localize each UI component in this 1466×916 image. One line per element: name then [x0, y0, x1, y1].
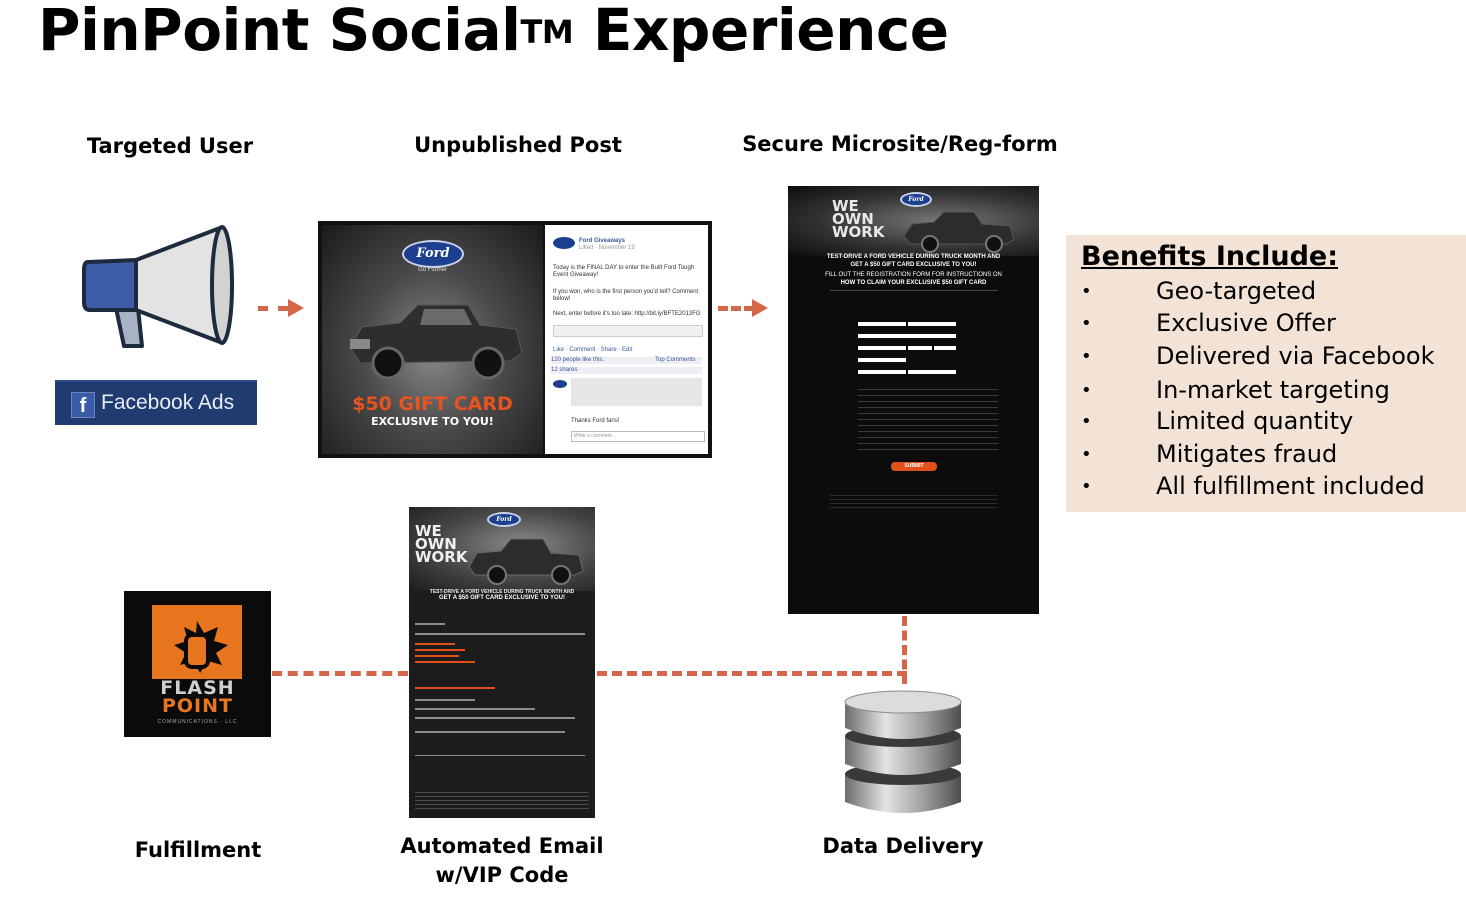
- post-body-2: If you won, who is the first person you'…: [553, 289, 699, 302]
- email-text-line: [415, 623, 445, 625]
- database-icon: [844, 690, 962, 813]
- label-data-delivery: Data Delivery: [822, 834, 984, 858]
- label-targeted-user: Targeted User: [86, 134, 254, 158]
- comment-reply: Thanks Ford fans!: [571, 418, 620, 424]
- commenter-avatar: [553, 380, 567, 388]
- divider: [830, 290, 998, 291]
- form-field[interactable]: [908, 370, 956, 374]
- email-highlight-line: [415, 649, 465, 651]
- label-fulfillment: Fulfillment: [134, 838, 262, 862]
- page-name[interactable]: Ford Giveaways: [579, 238, 626, 244]
- email-head-1: TEST-DRIVE A FORD VEHICLE DURING TRUCK M…: [429, 589, 575, 595]
- flashpoint-logo: FLASH POINT COMMUNICATIONS · LLC: [124, 591, 271, 737]
- post-body-3: Next, enter before it's too late: http:/…: [553, 311, 701, 317]
- facebook-icon: f: [71, 392, 95, 418]
- post-body-1: Today is the FINAL DAY to enter the Buil…: [553, 265, 695, 278]
- truck-image: [349, 304, 523, 380]
- truck-image: [903, 211, 1015, 253]
- email-footer-text: [415, 789, 589, 811]
- flashpoint-word-2: POINT: [161, 695, 233, 717]
- ford-tagline: Go Further: [417, 267, 447, 273]
- likes-count[interactable]: 120 people like this.: [551, 357, 702, 364]
- arrow-icon: [288, 299, 304, 317]
- top-comments[interactable]: Top Comments: [655, 357, 696, 363]
- email-head-2: GET A $50 GIFT CARD EXCLUSIVE TO YOU!: [438, 595, 566, 601]
- gift-card-headline: $50 GIFT CARD: [352, 393, 513, 415]
- gift-card-subline: EXCLUSIVE TO YOU!: [371, 415, 494, 428]
- connector-user-to-post: [258, 306, 288, 311]
- page-avatar: [553, 237, 575, 249]
- benefits-box: Benefits Include: •Geo-targeted •Exclusi…: [1066, 235, 1466, 512]
- microsite-head-1: TEST-DRIVE A FORD VEHICLE DURING TRUCK M…: [826, 254, 1001, 260]
- email-highlight-line: [415, 643, 455, 645]
- label-email-line2: w/VIP Code: [435, 863, 569, 887]
- post-image: Ford Go Further $50 GIFT CARD EXCLUSIVE …: [322, 225, 543, 454]
- form-field[interactable]: [908, 346, 932, 350]
- connector-microsite-to-data: [902, 616, 907, 684]
- label-unpublished-post: Unpublished Post: [414, 133, 622, 157]
- ford-logo: Ford: [487, 512, 521, 527]
- form-field[interactable]: [858, 358, 906, 362]
- email-text-line: [415, 699, 475, 701]
- post-action-bar: [553, 325, 703, 337]
- email-text-line: [415, 731, 565, 733]
- facebook-ads-badge: f Facebook Ads: [55, 380, 257, 425]
- email-highlight-line: [415, 655, 459, 657]
- form-field[interactable]: [858, 334, 956, 338]
- ford-logo: Ford: [900, 192, 932, 207]
- form-field[interactable]: [858, 370, 906, 374]
- page-title: PinPoint SocialTM Experience: [38, 0, 949, 64]
- label-automated-email: Automated Email w/VIP Code: [392, 832, 612, 890]
- microsite-head-4: HOW TO CLAIM YOUR EXCLUSIVE $50 GIFT CAR…: [840, 280, 987, 286]
- ford-logo: Ford: [402, 240, 464, 268]
- benefits-heading: Benefits Include:: [1081, 241, 1339, 272]
- label-email-line1: Automated Email: [400, 834, 604, 858]
- label-microsite: Secure Microsite/Reg-form: [742, 132, 1058, 156]
- unpublished-post-screenshot: Ford Go Further $50 GIFT CARD EXCLUSIVE …: [318, 221, 712, 458]
- form-fine-print: [858, 384, 998, 454]
- email-vip-code-line: [415, 755, 585, 756]
- arrow-icon: [752, 299, 768, 317]
- facebook-ads-label: Facebook Ads: [101, 391, 235, 414]
- microsite-head-3: FILL OUT THE REGISTRATION FORM FOR INSTR…: [825, 272, 1002, 278]
- truck-image: [468, 538, 584, 585]
- email-highlight-line: [415, 661, 475, 663]
- shares-count[interactable]: 12 shares: [551, 367, 702, 374]
- comment-text: [571, 378, 702, 406]
- connector-email-to-fulfillment: [272, 671, 408, 676]
- post-panel: Ford Giveaways Liked · November 19 Today…: [545, 225, 708, 454]
- comment-input[interactable]: Write a comment...: [571, 431, 705, 442]
- email-section-title: [415, 687, 495, 689]
- flashpoint-subtitle: COMMUNICATIONS · LLC: [157, 719, 238, 725]
- flashpoint-burst-icon: [152, 605, 242, 679]
- form-field[interactable]: [858, 322, 906, 326]
- form-field[interactable]: [858, 346, 906, 350]
- form-field[interactable]: [908, 322, 956, 326]
- connector-post-to-microsite: [718, 306, 754, 311]
- email-text-line: [415, 708, 535, 710]
- email-text-line: [415, 717, 575, 719]
- form-field[interactable]: [934, 346, 956, 350]
- microsite-head-2: GET A $50 GIFT CARD EXCLUSIVE TO YOU!: [850, 262, 977, 268]
- submit-button[interactable]: SUBMIT: [891, 462, 937, 471]
- post-meta: Liked · November 19: [579, 245, 635, 251]
- microsite-footer-text: [830, 492, 998, 510]
- megaphone-icon: [82, 225, 234, 348]
- flashpoint-word-1: FLASH: [160, 677, 235, 699]
- connector-data-to-email: [597, 671, 907, 676]
- email-text-line: [415, 633, 585, 635]
- post-actions[interactable]: Like · Comment · Share · Edit: [553, 347, 633, 353]
